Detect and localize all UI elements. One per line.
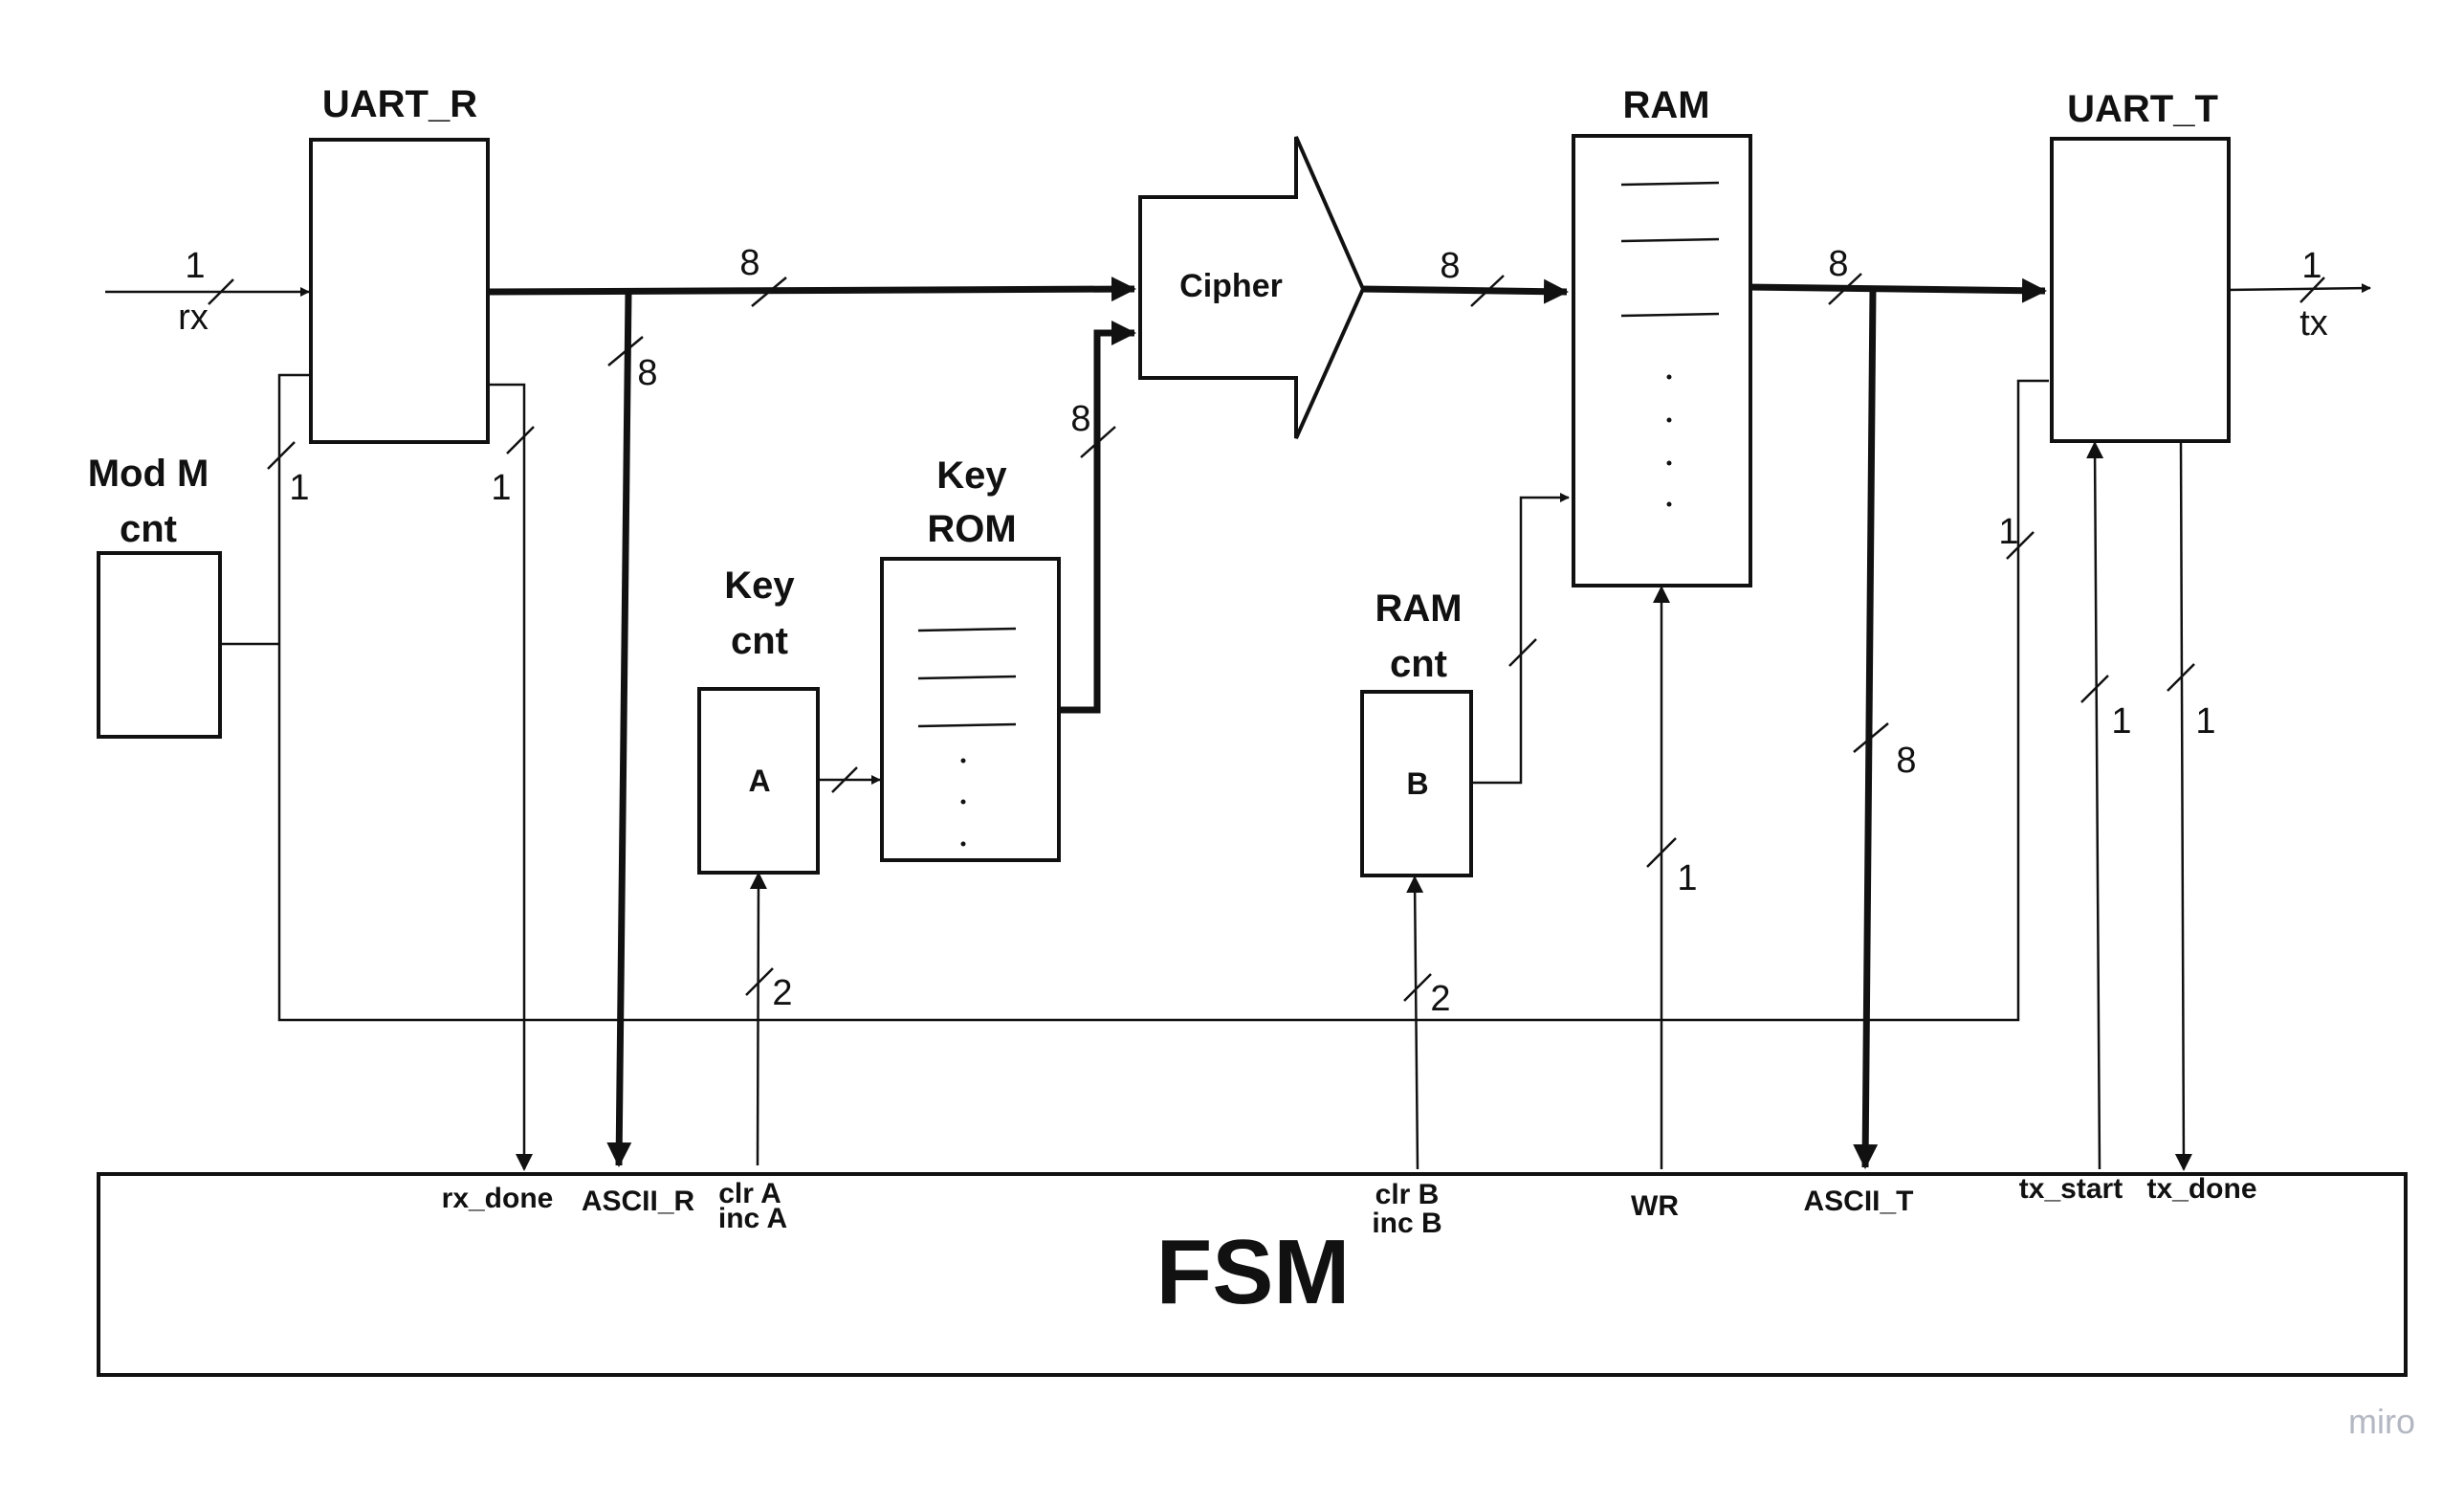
tick-distribution-loop <box>277 373 2049 1022</box>
ram-entry <box>1620 181 1720 187</box>
key-cnt-ctrl-tick <box>745 967 774 996</box>
key-rom-ellipsis-dot <box>960 758 966 764</box>
fsm-port-clr-a: clr A <box>718 1178 781 1209</box>
ram-addr-wire <box>1471 493 1570 785</box>
tx-done-width-label: 1 <box>2195 701 2215 742</box>
ram-label: RAM <box>1622 84 1709 126</box>
key-rom-ellipsis-dot <box>960 799 966 805</box>
rx-width-label: 1 <box>185 246 205 286</box>
uart-r-bus-width: 8 <box>739 243 759 283</box>
fsm-port-ascii-t: ASCII_T <box>1803 1186 1913 1217</box>
key-cnt-ctrl-wire <box>749 872 767 1166</box>
ram-block <box>1572 134 1752 587</box>
key-rom-block <box>880 557 1061 862</box>
key-addr-tick <box>831 766 858 793</box>
fsm-port-inc-a: inc A <box>718 1203 787 1234</box>
tx-done-wire <box>2174 441 2192 1171</box>
ram-cnt-inner-label: B <box>1406 766 1428 801</box>
ram-to-uart-t-bus <box>1745 277 2047 303</box>
mod-m-counter-block <box>97 551 222 739</box>
key-ctrl-width-label: 2 <box>772 973 792 1013</box>
key-counter-block <box>697 687 820 875</box>
key-cnt-label: Key <box>724 565 795 607</box>
ram-cnt-ctrl-tick <box>1403 973 1432 1002</box>
uart-t-label: UART_T <box>2067 88 2218 130</box>
wr-tick <box>1646 837 1677 868</box>
tx-start-wire <box>2086 441 2104 1170</box>
ascii-t-tick <box>1853 722 1889 753</box>
ram-ellipsis-dot <box>1666 460 1672 466</box>
tx-width-label: 1 <box>2301 246 2321 286</box>
rx-done-wire <box>490 383 533 1171</box>
rx-label: rx <box>178 298 209 338</box>
ram-ctrl-width-label: 2 <box>1430 979 1450 1019</box>
ram-counter-block <box>1360 690 1473 877</box>
tx-start-tick <box>2080 675 2109 703</box>
rx-width-tick <box>208 278 234 305</box>
tx-done-tick <box>2167 663 2195 692</box>
uart-r-label: UART_R <box>322 83 477 125</box>
tx-wire <box>2226 283 2371 294</box>
uart-r-to-cipher-bus <box>489 277 1136 302</box>
mod-m-label-2: cnt <box>120 508 177 550</box>
uart-r-bus-tick <box>751 277 787 307</box>
key-rom-entry <box>917 722 1017 728</box>
ram-entry <box>1620 237 1720 243</box>
uart-r-block <box>309 138 490 444</box>
ascii-r-tick <box>607 336 644 366</box>
ram-entry <box>1620 312 1720 318</box>
ram-cnt-ctrl-wire <box>1406 875 1424 1170</box>
rom-bus-width: 8 <box>1070 399 1090 439</box>
tick-right-width <box>2006 531 2035 560</box>
fsm-port-rx-done: rx_done <box>442 1183 554 1214</box>
ram-addr-tick <box>1508 638 1537 667</box>
fsm-port-wr: WR <box>1631 1190 1679 1222</box>
cipher-bus-width: 8 <box>1440 246 1460 286</box>
ascii-t-width: 8 <box>1896 741 1916 781</box>
tick-left-width <box>267 441 296 470</box>
ram-cnt-label: RAM <box>1375 587 1462 630</box>
cipher-to-ram-bus <box>1359 278 1569 304</box>
cipher-label: Cipher <box>1179 268 1283 304</box>
uart-t-block <box>2050 137 2231 443</box>
cipher-bus-tick <box>1470 275 1505 307</box>
fsm-port-clr-b: clr B <box>1375 1179 1440 1210</box>
fsm-port-tx-done: tx_done <box>2146 1173 2256 1205</box>
fsm-port-tx-start: tx_start <box>2019 1173 2123 1205</box>
ram-ellipsis-dot <box>1666 374 1672 380</box>
rx-done-width-label: 1 <box>491 468 511 508</box>
rom-to-cipher-bus <box>1061 321 1136 714</box>
key-cnt-label-2: cnt <box>731 620 788 662</box>
fsm-port-inc-b: inc B <box>1372 1208 1441 1239</box>
fsm-label: FSM <box>1156 1221 1351 1323</box>
tick-right-width-label: 1 <box>1998 512 2018 552</box>
key-rom-entry <box>917 627 1017 632</box>
key-rom-label: Key <box>936 454 1007 497</box>
ram-bus-width: 8 <box>1828 244 1848 284</box>
tx-width-tick <box>2299 277 2325 303</box>
wr-width-label: 1 <box>1677 858 1697 898</box>
key-rom-ellipsis-dot <box>960 841 966 847</box>
ram-ellipsis-dot <box>1666 501 1672 507</box>
rx-done-tick <box>506 426 535 454</box>
ascii-r-bus <box>606 291 632 1167</box>
rom-bus-tick <box>1080 426 1116 458</box>
miro-watermark: miro <box>2348 1402 2415 1441</box>
key-rom-entry <box>917 675 1017 680</box>
mod-m-label: Mod M <box>88 453 209 495</box>
key-cnt-inner-label: A <box>748 764 770 798</box>
cipher-block <box>1138 136 1366 439</box>
ram-ellipsis-dot <box>1666 417 1672 423</box>
tx-start-width-label: 1 <box>2111 701 2131 742</box>
ascii-r-width: 8 <box>637 353 657 393</box>
tx-label: tx <box>2299 303 2328 344</box>
tick-left-width-label: 1 <box>289 468 309 508</box>
ram-bus-tick <box>1828 273 1862 305</box>
fsm-block <box>97 1172 2408 1377</box>
key-rom-label-2: ROM <box>927 508 1016 550</box>
ascii-t-bus <box>1853 288 1879 1169</box>
fsm-port-ascii-r: ASCII_R <box>582 1186 695 1217</box>
ram-cnt-label-2: cnt <box>1390 643 1447 685</box>
